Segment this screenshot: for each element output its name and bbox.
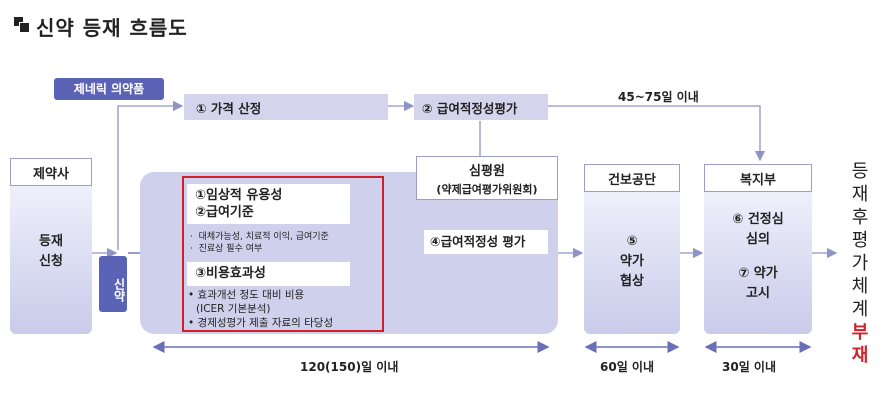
side-char: 가 (851, 253, 869, 274)
mohw-step6-line1: ⑥ 건정심 (732, 212, 784, 227)
side-char-red: 부 (851, 322, 869, 343)
duration-label-2: 60일 이내 (600, 360, 654, 374)
step1-price-bar: ① 가격 산정 (184, 94, 388, 120)
criteria-note-2: · 진료상 필수 여부 (190, 244, 263, 254)
hira-header: 심평원 (약제급여평가위원회) (416, 156, 558, 200)
criteria-note-1: · 대체가능성, 치료적 이익, 급여기준 (190, 232, 329, 242)
detail-line-2: (ICER 기본분석) (196, 303, 271, 315)
criteria-top-box: ①임상적 유용성 ②급여기준 (187, 184, 350, 224)
detail-line-3: • 경제성평가 제출 자료의 타당성 (188, 317, 334, 329)
pharma-header: 제약사 (10, 158, 92, 186)
step4-benefit-box: ④급여적정성 평가 (424, 230, 548, 254)
pharma-column (10, 186, 92, 334)
coverage-criteria-label: ②급여기준 (195, 205, 254, 220)
clinical-utility-label: ①임상적 유용성 (195, 188, 283, 203)
mohw-step7-line2: 고시 (746, 286, 770, 301)
mohw-step6-line2: 심의 (746, 232, 770, 247)
side-char: 계 (851, 299, 869, 320)
hira-title: 심평원 (469, 163, 505, 179)
side-char: 체 (851, 276, 869, 297)
pharma-body-line1: 등재 (39, 234, 63, 249)
cost-effect-details: • 효과개선 정도 대비 비용 (ICER 기본분석) • 경제성평가 제출 자… (188, 288, 333, 330)
pharma-body-line2: 신청 (39, 254, 63, 269)
title-bullet-icon (14, 17, 30, 33)
side-char-red: 재 (851, 345, 869, 366)
page-title: 신약 등재 흐름도 (36, 16, 188, 40)
detail-line-1: • 효과개선 정도 대비 비용 (188, 289, 305, 301)
nhis-header: 건보공단 (584, 164, 680, 192)
side-char: 후 (851, 207, 869, 228)
nhis-column (584, 192, 680, 334)
nhis-line1: 약가 (620, 254, 644, 269)
cost-effectiveness-label: ③비용효과성 (187, 262, 350, 286)
side-char: 등 (851, 161, 869, 182)
generic-drug-pill: 제네릭 의약품 (54, 78, 164, 100)
nhis-step-num: ⑤ (626, 234, 638, 249)
side-char: 평 (851, 230, 869, 251)
duration-label-1: 120(150)일 이내 (300, 360, 399, 374)
nhis-line2: 협상 (620, 274, 644, 289)
mohw-column (704, 192, 812, 334)
side-char: 재 (851, 184, 869, 205)
hira-subtitle: (약제급여평가위원회) (436, 182, 538, 196)
criteria-notes: · 대체가능성, 치료적 이익, 급여기준 · 진료상 필수 여부 (190, 231, 329, 255)
mohw-header: 복지부 (704, 164, 812, 192)
criteria-red-box (182, 176, 384, 332)
duration-label-3: 30일 이내 (722, 360, 776, 374)
post-listing-eval-label: 등 재 후 평 가 체 계 부 재 (848, 160, 872, 367)
step2-benefit-bar: ② 급여적정성평가 (414, 94, 548, 120)
mohw-step7-line1: ⑦ 약가 (738, 266, 778, 281)
new-drug-pill: 신약 (99, 256, 127, 312)
top-duration-label: 45~75일 이내 (618, 90, 699, 104)
